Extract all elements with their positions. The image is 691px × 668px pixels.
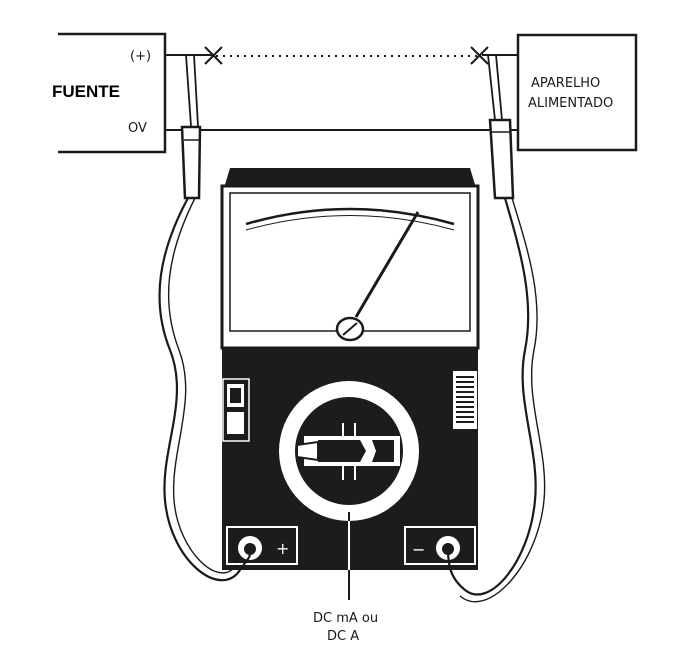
range-label-line1: DC mA ou xyxy=(313,611,378,626)
powered-device-block: APARELHO ALIMENTADO xyxy=(516,33,638,152)
zero-adjust-screw-slot xyxy=(342,322,358,336)
multimeter: + − xyxy=(220,168,480,600)
right-side-wheel[interactable] xyxy=(453,371,477,429)
meter-window-inner xyxy=(229,192,471,332)
load-label-line1: APARELHO xyxy=(531,76,600,91)
left-side-switch[interactable] xyxy=(222,378,250,442)
positive-jack-symbol: + xyxy=(276,539,289,558)
cut-mark-left-icon xyxy=(204,46,223,65)
negative-jack-symbol: − xyxy=(412,540,425,559)
left-test-lead xyxy=(158,54,252,582)
right-probe-tip xyxy=(487,54,503,121)
source-label: FUENTE xyxy=(52,82,120,101)
range-label-line2: DC A xyxy=(327,629,359,644)
meter-scale-arc-inner xyxy=(245,215,455,231)
left-probe-tip xyxy=(185,54,199,127)
ground-terminal-label: OV xyxy=(128,121,147,136)
positive-jack[interactable] xyxy=(226,526,298,565)
load-label-line2: ALIMENTADO xyxy=(528,96,613,111)
positive-terminal-label: (+) xyxy=(130,49,151,64)
range-selector-knob[interactable] xyxy=(279,381,419,521)
right-probe-body xyxy=(488,118,515,200)
source-box-outline xyxy=(58,32,167,154)
meter-top-bezel xyxy=(224,168,476,188)
circuit-wiring xyxy=(165,46,518,131)
meter-needle xyxy=(354,211,420,318)
power-source-block: FUENTE (+) OV xyxy=(52,32,167,154)
left-lead-wire xyxy=(158,197,252,582)
right-test-lead xyxy=(446,54,546,603)
cut-mark-right-icon xyxy=(470,46,489,65)
load-box-outline xyxy=(516,33,638,152)
range-label: DC mA ou DC A xyxy=(313,611,378,644)
meter-scale-arc xyxy=(245,207,455,226)
left-probe-body xyxy=(180,125,202,200)
right-lead-wire xyxy=(446,197,537,596)
